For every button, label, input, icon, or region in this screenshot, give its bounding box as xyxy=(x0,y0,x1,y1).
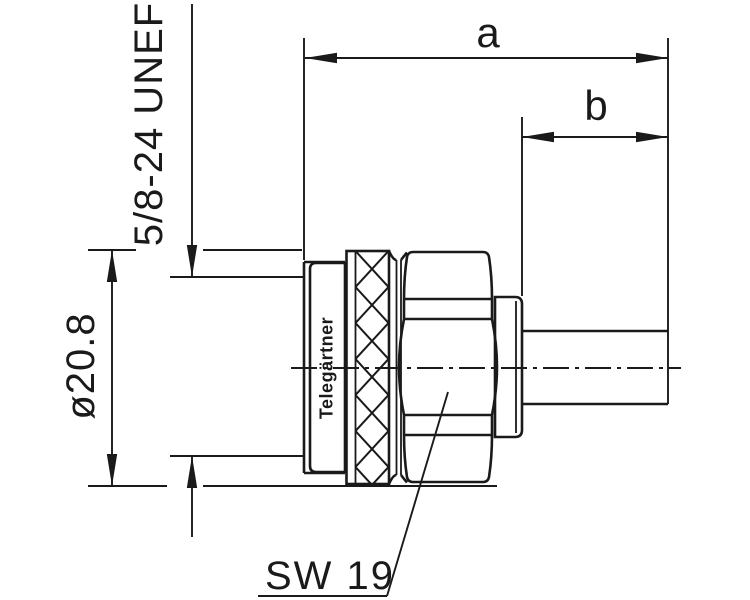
dimension-diameter: ø20.8 xyxy=(59,249,497,487)
dimension-a: a xyxy=(303,9,669,404)
thread-spec-label: 5/8-24 UNEF xyxy=(127,2,171,246)
dimension-b: b xyxy=(521,82,668,296)
hex-nut xyxy=(397,250,499,484)
cable-shaft xyxy=(522,329,668,406)
knurl-ring xyxy=(345,249,391,486)
leader-sw19: SW 19 xyxy=(258,391,449,598)
groove-neck xyxy=(387,250,408,485)
wrench-size-label: SW 19 xyxy=(265,554,395,598)
dimension-thread: 5/8-24 UNEF xyxy=(127,2,303,537)
coupling-nut-cap xyxy=(302,260,347,475)
dim-b-label: b xyxy=(584,82,607,129)
brand-label: Telegärtner xyxy=(316,317,336,419)
diameter-label: ø20.8 xyxy=(59,312,103,419)
flange xyxy=(493,295,524,439)
dim-a-label: a xyxy=(476,9,500,56)
